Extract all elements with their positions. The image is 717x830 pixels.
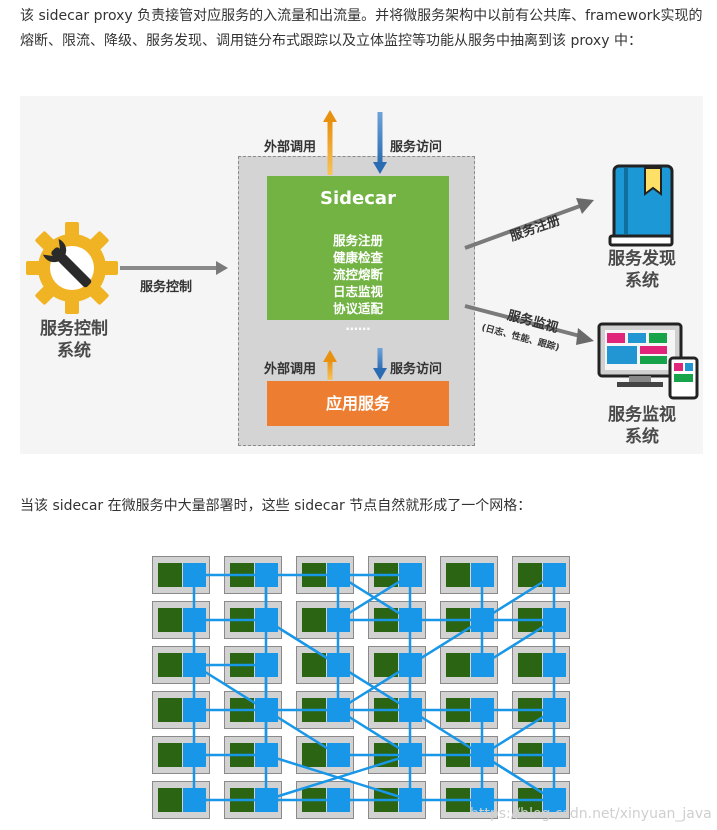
register-arrow (464, 198, 594, 250)
mesh-link (265, 618, 339, 667)
sidecar-feature: 健康检查 (332, 250, 383, 265)
mesh-link (337, 708, 411, 757)
control-system-label: 服务控制 系统 (40, 319, 108, 361)
sidecar-feature-list: 服务注册 健康检查 流控熔断 日志监视 协议适配 …… (267, 232, 449, 334)
discovery-system-label: 服务发现 系统 (608, 249, 676, 291)
monitor-icon (597, 322, 699, 400)
mesh-link (193, 663, 339, 757)
mesh-node (440, 646, 498, 684)
service-block (302, 653, 326, 677)
diagram-arrows (26, 110, 699, 400)
app-service-box: 应用服务 (267, 381, 449, 426)
mesh-link (481, 618, 555, 667)
mesh-node (152, 646, 210, 684)
service-block (158, 653, 182, 677)
service-block (158, 608, 182, 632)
service-block (158, 788, 182, 812)
mesh-link (265, 753, 411, 802)
sidecar-feature: 服务注册 (332, 233, 383, 248)
service-block (302, 608, 326, 632)
gear-wrench-icon (26, 222, 118, 314)
mesh-paragraph: 当该 sidecar 在微服务中大量部署时，这些 sidecar 节点自然就形成… (20, 498, 532, 514)
control-arrow-label: 服务控制 (140, 280, 193, 295)
sidecar-feature: …… (345, 318, 371, 333)
mesh-node (440, 556, 498, 594)
mesh-node (296, 646, 354, 684)
sidecar-title: Sidecar (320, 188, 396, 209)
inbound-arrow-bottom (373, 348, 387, 380)
bottom-inbound-label: 服务访问 (390, 362, 443, 377)
service-block (158, 698, 182, 722)
top-outbound-label: 外部调用 (264, 140, 317, 155)
outbound-arrow-top (323, 110, 337, 175)
service-block (446, 653, 470, 677)
monitor-system-label: 服务监视 系统 (608, 405, 676, 447)
sidecar-box: Sidecar 服务注册 健康检查 流控熔断 日志监视 协议适配 …… (267, 176, 449, 333)
service-block (518, 653, 542, 677)
mesh-link (481, 753, 555, 802)
mesh-link (337, 618, 483, 712)
monitor-arrow (464, 304, 594, 345)
service-block (374, 653, 398, 677)
sidecar-feature: 协议适配 (332, 301, 383, 316)
sidecar-architecture-diagram: Sidecar 服务注册 健康检查 流控熔断 日志监视 协议适配 …… 应用服务 (20, 96, 703, 454)
book-icon (608, 164, 674, 247)
watermark: https://blog.csdn.net/xinyuan_java (470, 806, 712, 822)
mesh-node (512, 646, 570, 684)
service-block (302, 743, 326, 767)
service-block (446, 563, 470, 587)
sidecar-feature: 日志监视 (332, 284, 383, 299)
mesh-link (481, 708, 555, 757)
mesh-link (337, 573, 411, 622)
service-mesh-diagram (150, 550, 570, 820)
mesh-link (481, 573, 555, 622)
sidecar-feature: 流控熔断 (332, 267, 383, 282)
mesh-links (192, 573, 556, 802)
mesh-node (368, 646, 426, 684)
control-arrow (120, 261, 228, 275)
top-inbound-label: 服务访问 (390, 140, 443, 155)
service-block (158, 563, 182, 587)
service-block (518, 563, 542, 587)
bottom-outbound-label: 外部调用 (264, 362, 317, 377)
inbound-arrow-top (373, 112, 387, 174)
service-block (158, 743, 182, 767)
intro-paragraph: 该 sidecar proxy 负责接管对应服务的入流量和出流量。并将微服务架构… (20, 8, 703, 49)
outbound-arrow-bottom (323, 350, 337, 380)
